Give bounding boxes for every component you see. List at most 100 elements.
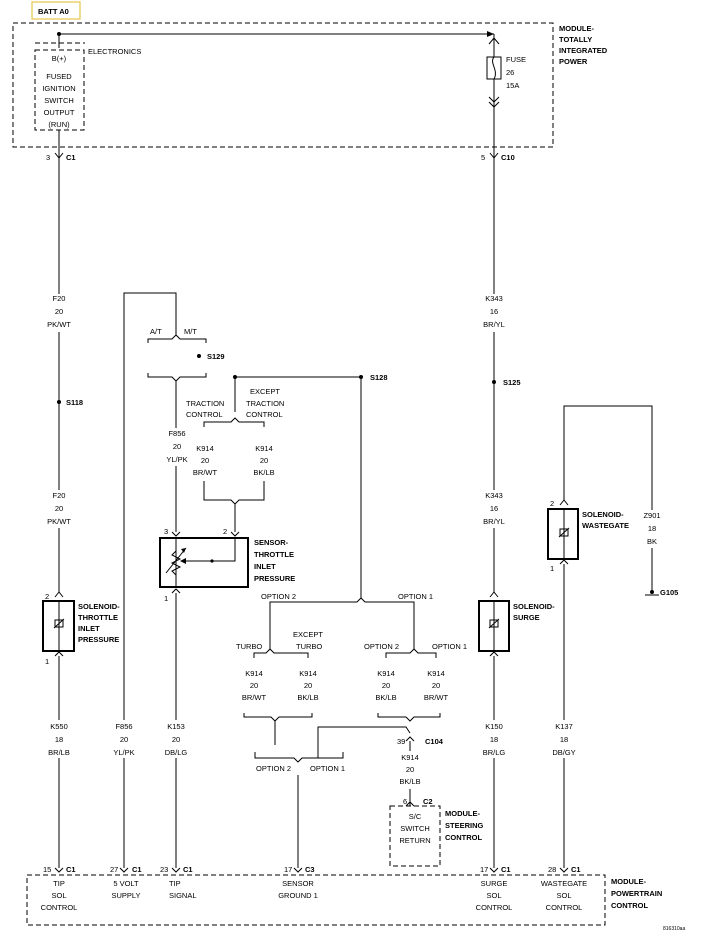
svg-text:PRESSURE: PRESSURE (254, 574, 295, 583)
svg-text:20: 20 (432, 681, 440, 690)
svg-text:SWITCH: SWITCH (44, 96, 74, 105)
splice-s125-label: S125 (503, 378, 521, 387)
turbo-label: TURBO (236, 642, 262, 651)
svg-text:20: 20 (120, 735, 128, 744)
svg-text:MODULE-: MODULE- (611, 877, 646, 886)
svg-text:POWER: POWER (559, 57, 588, 66)
svg-text:15: 15 (43, 865, 51, 874)
svg-text:K914: K914 (299, 669, 317, 678)
option-bracket (269, 597, 415, 610)
traction-bracket (203, 417, 265, 427)
svg-text:F20: F20 (53, 294, 66, 303)
svg-text:C1: C1 (66, 865, 76, 874)
wire-k914-brwt-c-label: K914 20 BR/WT (424, 669, 449, 702)
svg-text:18: 18 (648, 524, 656, 533)
option1-top-label: OPTION 1 (398, 592, 433, 601)
fuse-chevrons-icon (488, 96, 500, 108)
svg-text:K914: K914 (377, 669, 395, 678)
tipm-module-box (12, 22, 554, 148)
connector-c104-icon (405, 736, 415, 742)
svg-text:S/C: S/C (409, 812, 422, 821)
pcm-pin-tip-signal: 23 C1 TIP SIGNAL (160, 865, 197, 900)
wire-k343-bottom-label: K343 16 BR/YL (483, 491, 505, 526)
svg-text:EXCEPT: EXCEPT (293, 630, 323, 639)
wire-k914-bklb-b-label: K914 20 BK/LB (297, 669, 318, 702)
svg-text:WASTEGATE: WASTEGATE (541, 879, 587, 888)
svg-text:20: 20 (382, 681, 390, 690)
wire-k914-bklb-c-label: K914 20 BK/LB (375, 669, 396, 702)
svg-text:C1: C1 (132, 865, 142, 874)
svg-text:SOL: SOL (51, 891, 66, 900)
svg-text:TURBO: TURBO (296, 642, 322, 651)
svg-text:1: 1 (550, 564, 554, 573)
wire-k343-top-label: K343 16 BR/YL (483, 294, 505, 329)
svg-text:BR/WT: BR/WT (242, 693, 267, 702)
svg-text:CONTROL: CONTROL (546, 903, 583, 912)
svg-text:18: 18 (490, 735, 498, 744)
wire-z901-label: Z901 18 BK (643, 511, 660, 546)
surge-coil-icon (489, 619, 499, 628)
sensor-tip-label: SENSOR- THROTTLE INLET PRESSURE (254, 538, 295, 583)
bus-arrow-icon (487, 31, 494, 37)
splice-s118-label: S118 (66, 398, 83, 407)
svg-text:15A: 15A (506, 81, 519, 90)
connector-c2-label: C2 (423, 797, 433, 806)
connector-c1-top-icon (54, 152, 64, 159)
svg-text:SOL: SOL (486, 891, 501, 900)
svg-text:18: 18 (55, 735, 63, 744)
svg-text:C1: C1 (571, 865, 581, 874)
connector-c10-label: C10 (501, 153, 515, 162)
potentiometer-icon (170, 550, 182, 576)
svg-text:16: 16 (490, 307, 498, 316)
svg-text:CONTROL: CONTROL (41, 903, 78, 912)
except-turbo-label: EXCEPT TURBO (293, 630, 323, 651)
svg-text:THROTTLE: THROTTLE (254, 550, 294, 559)
svg-text:BK/LB: BK/LB (375, 693, 396, 702)
svg-text:BK: BK (647, 537, 657, 546)
svg-text:SOLENOID-: SOLENOID- (78, 602, 120, 611)
svg-text:MODULE-: MODULE- (559, 24, 594, 33)
svg-text:CONTROL: CONTROL (186, 410, 223, 419)
svg-text:INTEGRATED: INTEGRATED (559, 46, 608, 55)
svg-text:PK/WT: PK/WT (47, 320, 71, 329)
sc-switch-label: S/C SWITCH RETURN (399, 812, 430, 845)
svg-text:BK/LB: BK/LB (297, 693, 318, 702)
svg-text:BR/YL: BR/YL (483, 517, 505, 526)
svg-text:SURGE: SURGE (481, 879, 508, 888)
svg-text:PRESSURE: PRESSURE (78, 635, 119, 644)
svg-text:SURGE: SURGE (513, 613, 540, 622)
solenoid-coil-icon (54, 619, 64, 628)
pcm-pin-5v-supply: 27 C1 5 VOLT SUPPLY (110, 865, 142, 900)
svg-text:TIP: TIP (169, 879, 181, 888)
solenoid-wastegate-label: SOLENOID- WASTEGATE (582, 510, 629, 530)
svg-text:27: 27 (110, 865, 118, 874)
solenoid-surge-label: SOLENOID- SURGE (513, 602, 555, 622)
splice-s118-dot (57, 400, 61, 404)
svg-text:16: 16 (490, 504, 498, 513)
svg-text:2: 2 (223, 527, 227, 536)
svg-text:BR/LG: BR/LG (483, 748, 506, 757)
svg-text:SOLENOID-: SOLENOID- (513, 602, 555, 611)
ground-g105-dot (650, 590, 654, 594)
svg-text:C3: C3 (305, 865, 315, 874)
wastegate-coil-icon (559, 528, 569, 537)
wire-k914-brwt-b-label: K914 20 BR/WT (242, 669, 267, 702)
svg-text:K150: K150 (485, 722, 503, 731)
svg-text:FUSED: FUSED (46, 72, 72, 81)
connector-c2-icon (405, 801, 415, 807)
svg-text:THROTTLE: THROTTLE (78, 613, 118, 622)
svg-text:26: 26 (506, 68, 514, 77)
svg-text:K343: K343 (485, 294, 503, 303)
wire-f856-mid-label: F856 20 YL/PK (166, 429, 187, 464)
pcm-module-box (26, 874, 606, 926)
svg-text:2: 2 (550, 499, 554, 508)
pcm-module-label: MODULE- POWERTRAIN CONTROL (611, 877, 662, 910)
svg-text:20: 20 (55, 504, 63, 513)
svg-text:5 VOLT: 5 VOLT (113, 879, 139, 888)
connector-c10-icon (489, 152, 499, 159)
svg-text:20: 20 (172, 735, 180, 744)
splice-s129-dot (197, 354, 201, 358)
at-label: A/T (150, 327, 162, 336)
fused-ignition-label: B(+) FUSED IGNITION SWITCH OUTPUT (RUN) (42, 54, 75, 129)
